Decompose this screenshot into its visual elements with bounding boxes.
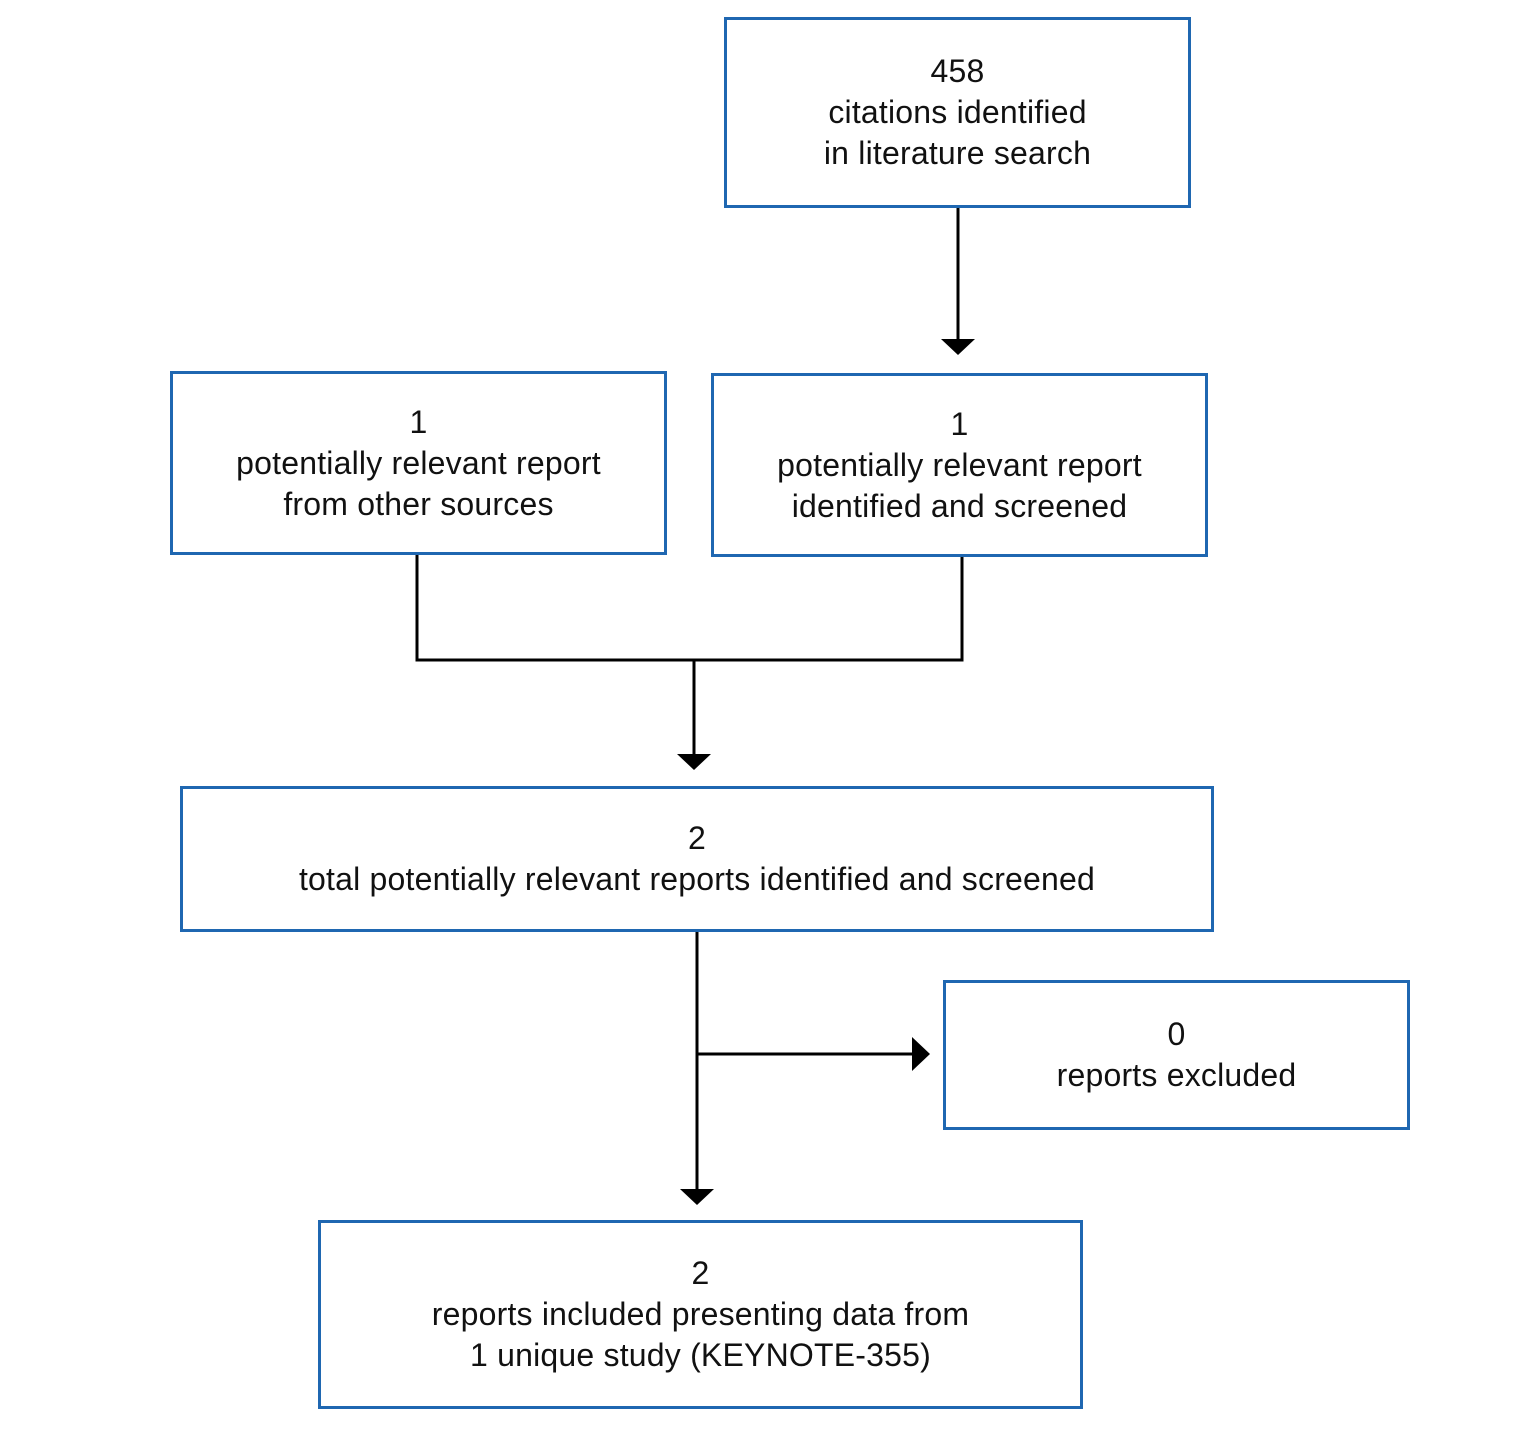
excluded-reports-box: 0 reports excluded <box>943 980 1410 1130</box>
excluded-count: 0 <box>1167 1016 1186 1052</box>
included-line2: 1 unique study (KEYNOTE-355) <box>470 1337 931 1373</box>
search-citations-box: 458 citations identified in literature s… <box>724 17 1191 208</box>
total-reports-box: 2 total potentially relevant reports ide… <box>180 786 1214 932</box>
arrowhead-down-icon <box>677 754 711 770</box>
other-sources-line1: potentially relevant report <box>236 444 601 481</box>
screened-report-box: 1 potentially relevant report identified… <box>711 373 1208 557</box>
merge-connector <box>415 555 964 662</box>
other-sources-box: 1 potentially relevant report from other… <box>170 371 667 555</box>
search-line2: in literature search <box>823 135 1092 171</box>
screened-count: 1 <box>950 405 969 442</box>
arrowhead-right-icon <box>912 1037 930 1071</box>
arrowhead-down-icon <box>941 339 975 355</box>
included-reports-box: 2 reports included presenting data from … <box>318 1220 1083 1409</box>
other-sources-line2: from other sources <box>283 485 554 522</box>
screened-line1: potentially relevant report <box>777 446 1142 483</box>
excluded-line1: reports excluded <box>1056 1057 1297 1093</box>
included-line1: reports included presenting data from <box>431 1296 970 1332</box>
total-line1: total potentially relevant reports ident… <box>298 861 1096 897</box>
search-count: 458 <box>930 53 985 89</box>
total-count: 2 <box>688 820 706 856</box>
included-count: 2 <box>691 1255 710 1291</box>
other-sources-count: 1 <box>409 403 428 440</box>
screened-line2: identified and screened <box>791 487 1128 524</box>
arrowhead-down-icon <box>680 1189 714 1205</box>
search-line1: citations identified <box>828 94 1087 130</box>
